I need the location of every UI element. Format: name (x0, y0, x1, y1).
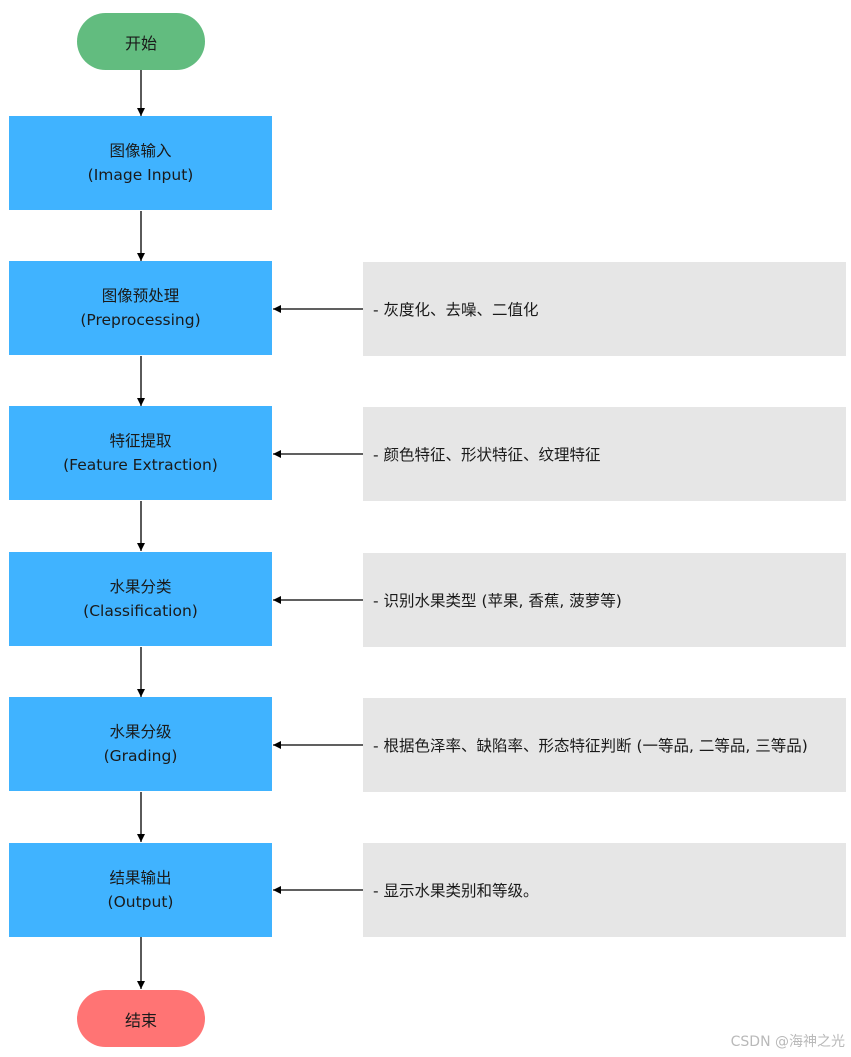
step-title: 结果输出 (109, 869, 172, 887)
note-text: - 显示水果类别和等级。 (373, 882, 539, 900)
watermark: CSDN @海神之光 (730, 1034, 845, 1050)
step-subtitle: (Output) (107, 893, 174, 911)
note-feature-extraction: - 颜色特征、形状特征、纹理特征 (363, 407, 846, 501)
step-subtitle: (Preprocessing) (80, 311, 201, 329)
end-node: 结束 (77, 990, 205, 1047)
step-preprocessing: 图像预处理 (Preprocessing) (9, 261, 272, 355)
step-output: 结果输出 (Output) (9, 843, 272, 937)
end-label: 结束 (124, 1010, 157, 1030)
step-title: 图像输入 (109, 142, 172, 160)
step-title: 水果分级 (109, 723, 172, 741)
step-subtitle: (Image Input) (87, 166, 194, 184)
note-preprocessing: - 灰度化、去噪、二值化 (363, 262, 846, 356)
step-subtitle: (Grading) (103, 747, 178, 765)
start-label: 开始 (124, 33, 157, 53)
note-classification: - 识别水果类型 (苹果, 香蕉, 菠萝等) (363, 553, 846, 647)
step-title: 特征提取 (109, 432, 172, 450)
step-subtitle: (Feature Extraction) (63, 456, 218, 474)
step-subtitle: (Classification) (83, 602, 198, 620)
step-feature-extraction: 特征提取 (Feature Extraction) (9, 406, 272, 500)
step-grading: 水果分级 (Grading) (9, 697, 272, 791)
note-output: - 显示水果类别和等级。 (363, 843, 846, 937)
step-image-input: 图像输入 (Image Input) (9, 116, 272, 210)
start-node: 开始 (77, 13, 205, 70)
step-classification: 水果分类 (Classification) (9, 552, 272, 646)
step-title: 图像预处理 (101, 287, 180, 305)
note-text: - 识别水果类型 (苹果, 香蕉, 菠萝等) (373, 592, 622, 610)
note-text: - 颜色特征、形状特征、纹理特征 (373, 446, 601, 464)
note-grading: - 根据色泽率、缺陷率、形态特征判断 (一等品, 二等品, 三等品) (363, 698, 846, 792)
step-title: 水果分类 (109, 578, 172, 596)
note-text: - 灰度化、去噪、二值化 (373, 301, 539, 319)
note-text: - 根据色泽率、缺陷率、形态特征判断 (一等品, 二等品, 三等品) (373, 737, 808, 755)
